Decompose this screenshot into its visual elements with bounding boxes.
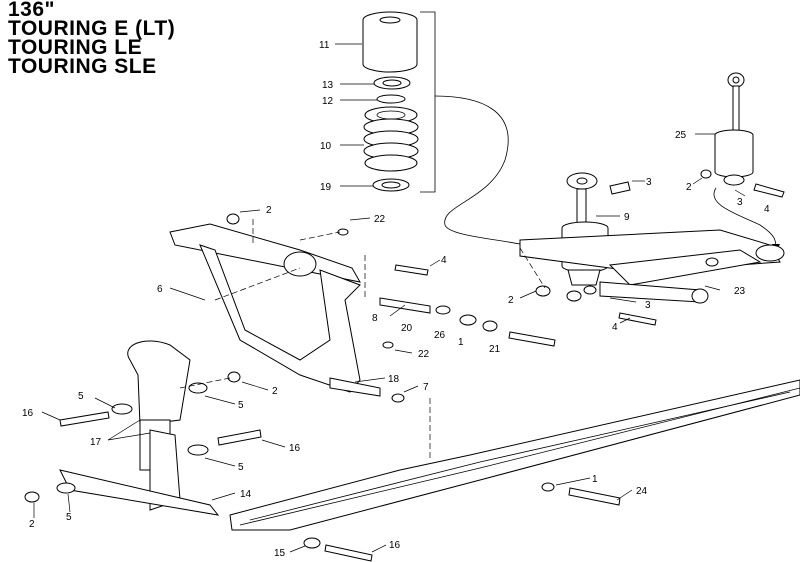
callout-14: 14 (240, 489, 252, 500)
callout-2e: 2 (29, 519, 35, 530)
bolt-16a (59, 411, 110, 427)
coil-spring (363, 106, 419, 172)
callout-2d: 2 (272, 386, 278, 397)
callout-leaders (33, 43, 746, 553)
callout-15: 15 (274, 548, 286, 559)
callout-3c: 3 (645, 300, 651, 311)
washer-15 (303, 537, 321, 549)
title-line-2: TOURING E (LT) (8, 17, 176, 40)
grease-fitting-22b (382, 341, 394, 349)
washer-7 (391, 393, 405, 403)
callout-5c: 5 (238, 462, 244, 473)
callout-11: 11 (319, 40, 330, 51)
callout-12: 12 (322, 96, 334, 107)
callout-23: 23 (734, 286, 746, 297)
bolt-16b (217, 429, 262, 446)
title-line-3: TOURING LE (8, 36, 143, 59)
grease-fitting-22 (337, 228, 349, 236)
callout-21: 21 (489, 344, 501, 355)
callout-5b: 5 (238, 400, 244, 411)
shock-body-bore (379, 16, 401, 24)
stopper-bracket-group (24, 340, 262, 516)
callout-2a: 2 (686, 182, 692, 193)
arm-pin-8 (379, 297, 431, 314)
shock-body-cylinder (362, 20, 418, 73)
callout-8: 8 (372, 313, 378, 324)
nut-2b (226, 213, 240, 225)
title-line-4: TOURING SLE (8, 55, 157, 78)
callout-5a: 5 (78, 391, 84, 402)
callout-6: 6 (157, 284, 163, 295)
diagram-title: 136" TOURING E (LT) TOURING LE TOURING S… (8, 0, 176, 78)
callout-16a: 16 (22, 408, 34, 419)
callout-5d: 5 (66, 512, 72, 523)
callout-16c: 16 (389, 540, 401, 551)
bolt-4 (618, 312, 657, 326)
callout-3a: 3 (646, 177, 652, 188)
callout-3b: 3 (737, 197, 743, 208)
nut-1b (541, 482, 555, 492)
nut-2 (535, 285, 551, 297)
nut-2e (24, 491, 40, 503)
rear-shock-route-line (713, 187, 777, 249)
callout-18: 18 (388, 374, 400, 385)
callout-13: 13 (322, 80, 334, 91)
callout-19: 19 (320, 182, 332, 193)
callout-4a: 4 (764, 204, 770, 215)
spring-washer (376, 94, 406, 104)
callout-25: 25 (675, 130, 687, 141)
callout-2b: 2 (266, 205, 272, 216)
rear-shock-nut (700, 169, 712, 179)
bolt-16c (324, 544, 373, 562)
callout-22a: 22 (374, 214, 386, 225)
alignment-lines (179, 219, 546, 460)
title-line-1: 136" (8, 0, 55, 21)
callout-26: 26 (434, 330, 446, 341)
callout-22b: 22 (418, 349, 430, 360)
callout-1b: 1 (592, 474, 598, 485)
bolt-24 (568, 487, 621, 506)
callout-4c: 4 (612, 322, 618, 333)
callout-labels: 11 13 12 10 19 25 3 2 3 4 2 22 9 4 6 8 2… (22, 40, 770, 559)
callout-4b: 4 (441, 255, 447, 266)
shock-detail-group (362, 11, 551, 256)
front-arm-group (169, 213, 556, 403)
detail-bracket (420, 11, 436, 193)
bolt-4b (394, 264, 429, 276)
rear-shock-group (700, 72, 785, 252)
nut-2c (227, 371, 241, 383)
rear-arm-group (519, 229, 785, 326)
callout-24: 24 (636, 486, 648, 497)
callout-9: 9 (624, 212, 630, 223)
rear-shock-bolt (753, 183, 785, 198)
slide-rail (229, 379, 800, 562)
callout-7: 7 (423, 382, 429, 393)
callout-2c: 2 (508, 295, 514, 306)
callout-1a: 1 (458, 337, 464, 348)
callout-17: 17 (90, 437, 102, 448)
bolt-21 (508, 331, 556, 347)
callout-10: 10 (320, 141, 332, 152)
callout-16b: 16 (289, 443, 301, 454)
detail-connector-line (434, 95, 551, 256)
spring-retainer-hole (382, 79, 402, 87)
callout-20: 20 (401, 323, 413, 334)
shock-bushing (609, 181, 631, 195)
